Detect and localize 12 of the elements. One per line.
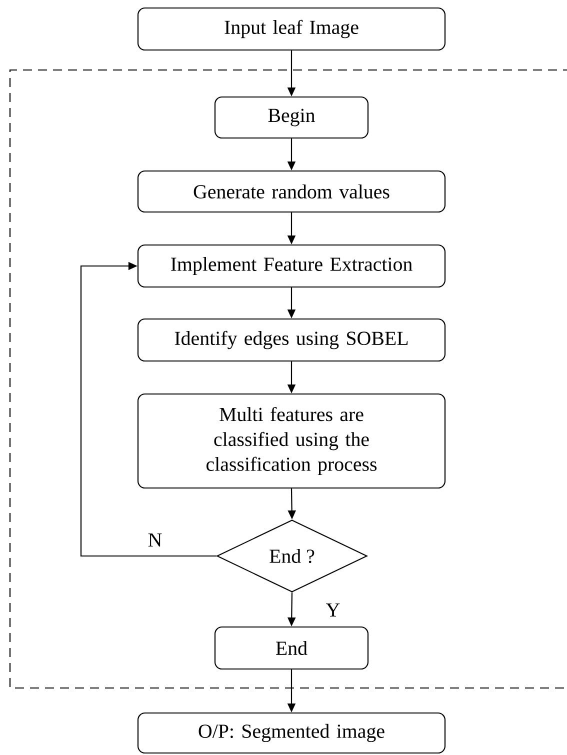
edge-label: Y: [324, 602, 342, 618]
process-box: Multi features are classified using the classification process: [137, 393, 446, 489]
dashed-frame: [9, 69, 567, 689]
process-box: O/P: Segmented image: [137, 712, 446, 754]
process-box: Identify edges using SOBEL: [137, 318, 446, 362]
process-box: Implement Feature Extraction: [137, 244, 446, 288]
process-box: End: [214, 626, 369, 670]
arrow: [80, 262, 216, 557]
process-box: Input leaf Image: [137, 7, 446, 51]
process-box: Generate random values: [137, 170, 446, 213]
edge-label: N: [146, 532, 164, 548]
process-box: Begin: [214, 96, 369, 139]
